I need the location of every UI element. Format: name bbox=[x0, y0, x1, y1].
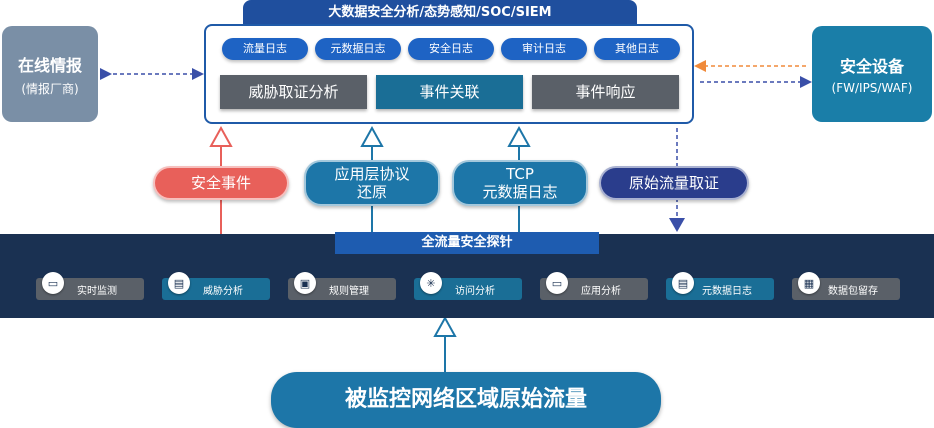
tool-label: 规则管理 bbox=[329, 285, 369, 297]
event-correlation-block: 事件关联 bbox=[376, 75, 523, 109]
tcp-arrowhead bbox=[507, 125, 531, 147]
security-event-arrowhead bbox=[209, 125, 233, 147]
tool-packet-retention: ▦ 数据包留存 bbox=[792, 272, 900, 300]
security-devices-title: 安全设备 bbox=[839, 57, 904, 76]
tool-rule-management: ▣ 规则管理 bbox=[288, 272, 396, 300]
metadata-doc-icon: ▤ bbox=[672, 272, 694, 294]
raw-forensics-label: 原始流量取证 bbox=[599, 166, 749, 200]
app-protocol-arrowhead bbox=[360, 125, 384, 147]
online-intelligence-title: 在线情报 bbox=[17, 55, 82, 75]
forensics-down-arrowhead bbox=[669, 218, 685, 232]
app-protocol-label: 应用层协议 还原 bbox=[304, 160, 440, 206]
tool-access-analysis: ✳ 访问分析 bbox=[414, 272, 522, 300]
tool-application-analysis: ▭ 应用分析 bbox=[540, 272, 648, 300]
packet-icon: ▦ bbox=[798, 272, 820, 294]
bottom-up-arrowhead bbox=[433, 315, 457, 337]
rules-icon: ▣ bbox=[294, 272, 316, 294]
tool-label: 威胁分析 bbox=[203, 285, 243, 297]
tcp-text-line1: TCP bbox=[506, 165, 534, 183]
security-event-text: 安全事件 bbox=[190, 174, 251, 192]
online-intelligence-box: 在线情报 (情报厂商) bbox=[2, 26, 98, 122]
tcp-metadata-label: TCP 元数据日志 bbox=[452, 160, 588, 206]
threat-forensics-block: 威胁取证分析 bbox=[220, 75, 367, 109]
log-metadata: 元数据日志 bbox=[315, 38, 401, 60]
tool-threat-analysis: ▤ 威胁分析 bbox=[162, 272, 270, 300]
soc-panel-title: 大数据安全分析/态势感知/SOC/SIEM bbox=[243, 0, 637, 26]
security-devices-subtitle: (FW/IPS/WAF) bbox=[831, 81, 913, 95]
tool-label: 元数据日志 bbox=[702, 285, 752, 297]
log-other: 其他日志 bbox=[594, 38, 680, 60]
log-audit: 审计日志 bbox=[501, 38, 587, 60]
tool-realtime-monitoring: ▭ 实时监测 bbox=[36, 272, 144, 300]
tool-label: 应用分析 bbox=[581, 285, 621, 297]
log-flow-traffic: 流量日志 bbox=[222, 38, 308, 60]
event-response-block: 事件响应 bbox=[532, 75, 679, 109]
app-screen-icon: ▭ bbox=[546, 272, 568, 294]
monitored-raw-traffic: 被监控网络区域原始流量 bbox=[271, 372, 661, 428]
log-security: 安全日志 bbox=[408, 38, 494, 60]
threat-doc-icon: ▤ bbox=[168, 272, 190, 294]
app-protocol-text-line2: 还原 bbox=[356, 183, 387, 201]
tcp-text-line2: 元数据日志 bbox=[482, 183, 558, 201]
security-event-label: 安全事件 bbox=[153, 166, 289, 200]
probe-title: 全流量安全探针 bbox=[335, 232, 599, 254]
tool-label: 访问分析 bbox=[455, 285, 495, 297]
tool-metadata-log: ▤ 元数据日志 bbox=[666, 272, 774, 300]
app-protocol-text-line1: 应用层协议 bbox=[334, 165, 410, 183]
tool-label: 实时监测 bbox=[77, 285, 117, 297]
security-devices-box: 安全设备 (FW/IPS/WAF) bbox=[812, 26, 932, 122]
access-icon: ✳ bbox=[420, 272, 442, 294]
online-intelligence-subtitle: (情报厂商) bbox=[21, 81, 79, 96]
raw-forensics-text: 原始流量取证 bbox=[628, 174, 719, 192]
monitor-icon: ▭ bbox=[42, 272, 64, 294]
tool-label: 数据包留存 bbox=[828, 285, 878, 297]
